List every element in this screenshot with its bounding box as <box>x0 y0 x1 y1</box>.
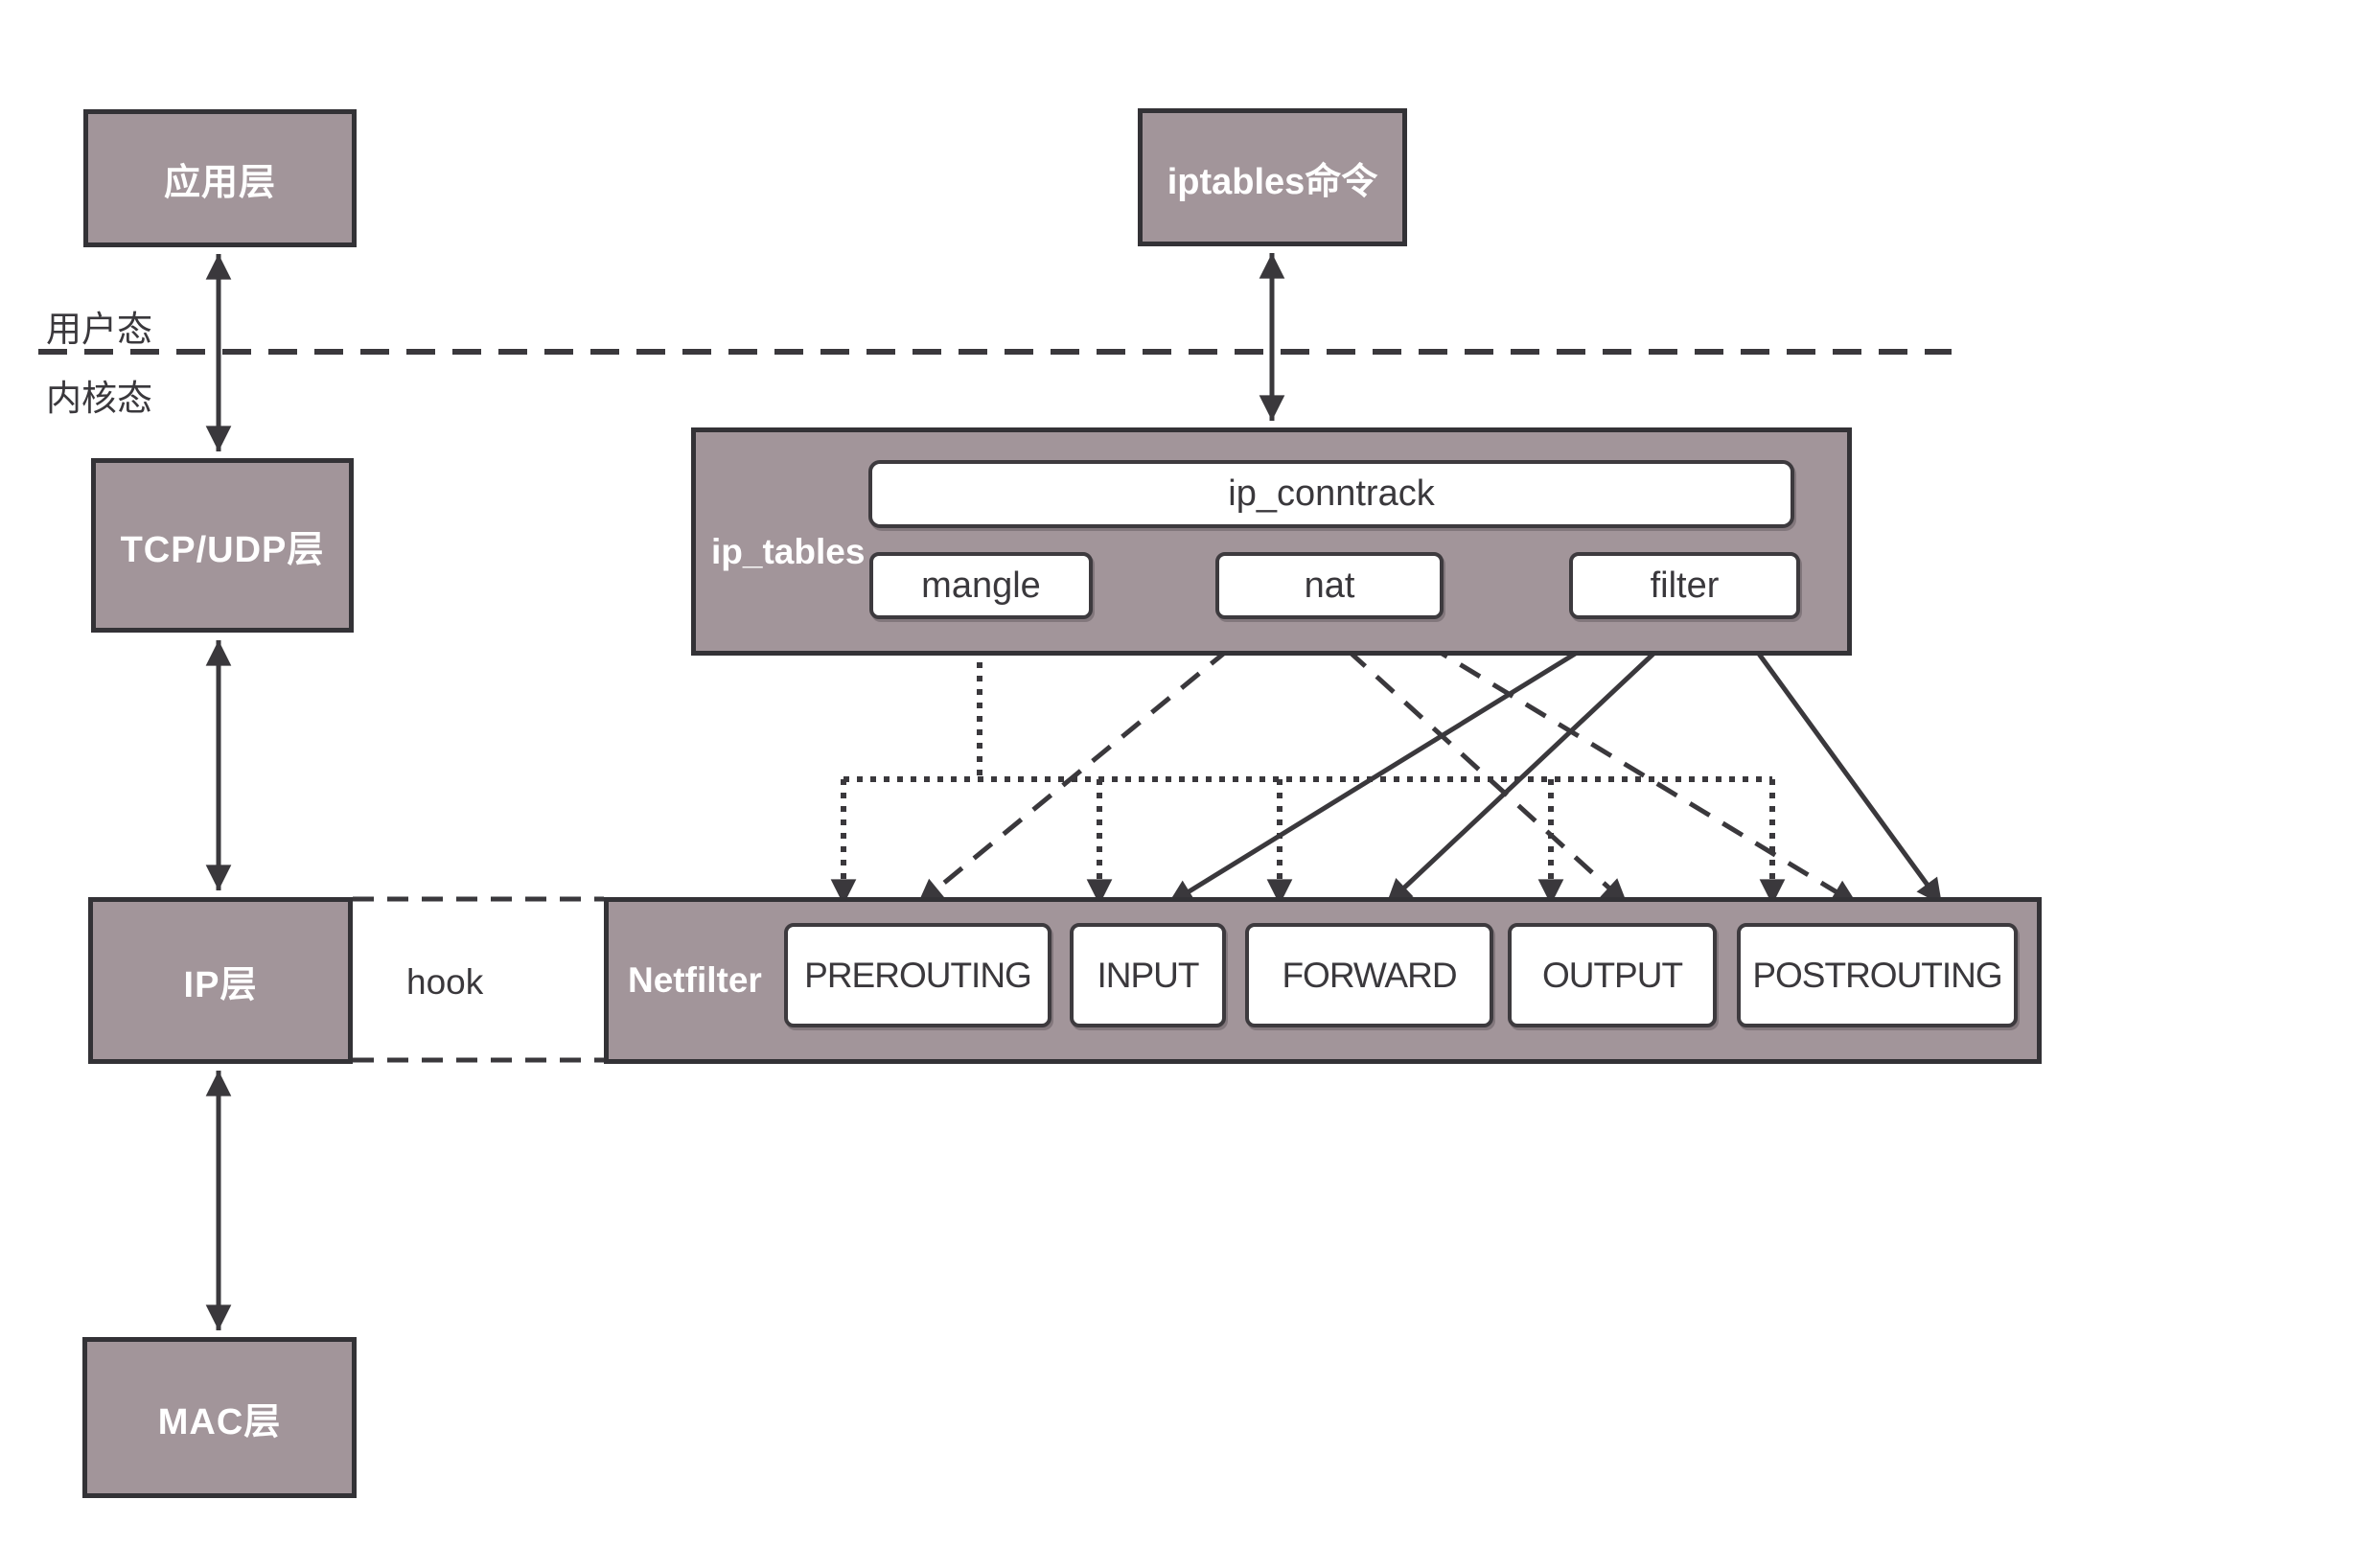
chain-forward-label: FORWARD <box>1282 955 1457 995</box>
netfilter-label: Netfilter <box>628 960 762 1000</box>
chain-input-box: INPUT <box>1070 923 1226 1027</box>
mangle-table-label: mangle <box>921 565 1041 606</box>
kernel-mode-label: 内核态 <box>46 379 152 418</box>
iptables-container-label: ip_tables <box>711 532 866 571</box>
ip-conntrack-box: ip_conntrack <box>868 460 1794 528</box>
tcpudp-layer-box: TCP/UDP层 <box>91 458 354 633</box>
ip-layer-label: IP层 <box>183 964 258 1005</box>
filter-arrow-input <box>1166 622 1624 908</box>
chain-forward-box: FORWARD <box>1245 923 1493 1027</box>
chain-postrouting-box: POSTROUTING <box>1737 923 2018 1027</box>
chain-prerouting-box: PREROUTING <box>784 923 1051 1027</box>
app-layer-label: 应用层 <box>163 162 276 203</box>
nat-arrow-output <box>1318 623 1629 907</box>
app-layer-box: 应用层 <box>83 109 357 247</box>
filter-arrow-postrouting <box>1735 623 1945 907</box>
chain-output-box: OUTPUT <box>1508 923 1717 1027</box>
nat-table-label: nat <box>1304 565 1355 606</box>
nat-table-box: nat <box>1215 552 1444 619</box>
user-mode-label: 用户态 <box>46 310 152 349</box>
nat-arrow-postrouting <box>1393 622 1860 908</box>
chain-output-label: OUTPUT <box>1541 955 1683 995</box>
filter-arrow-forward <box>1384 623 1686 907</box>
nat-arrow-prerouting <box>915 623 1260 907</box>
ip-conntrack-label: ip_conntrack <box>1228 473 1435 514</box>
mac-layer-label: MAC层 <box>157 1401 282 1442</box>
filter-table-label: filter <box>1650 565 1720 606</box>
chain-prerouting-label: PREROUTING <box>804 955 1032 995</box>
ip-layer-box: IP层 <box>88 897 353 1064</box>
iptables-cmd-label: iptables命令 <box>1167 161 1378 202</box>
mac-layer-box: MAC层 <box>82 1337 357 1498</box>
chain-postrouting-label: POSTROUTING <box>1752 955 2002 995</box>
iptables-cmd-box: iptables命令 <box>1138 108 1407 246</box>
tcpudp-layer-label: TCP/UDP层 <box>120 529 325 570</box>
mangle-table-box: mangle <box>869 552 1093 619</box>
filter-table-box: filter <box>1569 552 1800 619</box>
hook-label: hook <box>406 962 484 1002</box>
chain-input-label: INPUT <box>1097 955 1200 995</box>
